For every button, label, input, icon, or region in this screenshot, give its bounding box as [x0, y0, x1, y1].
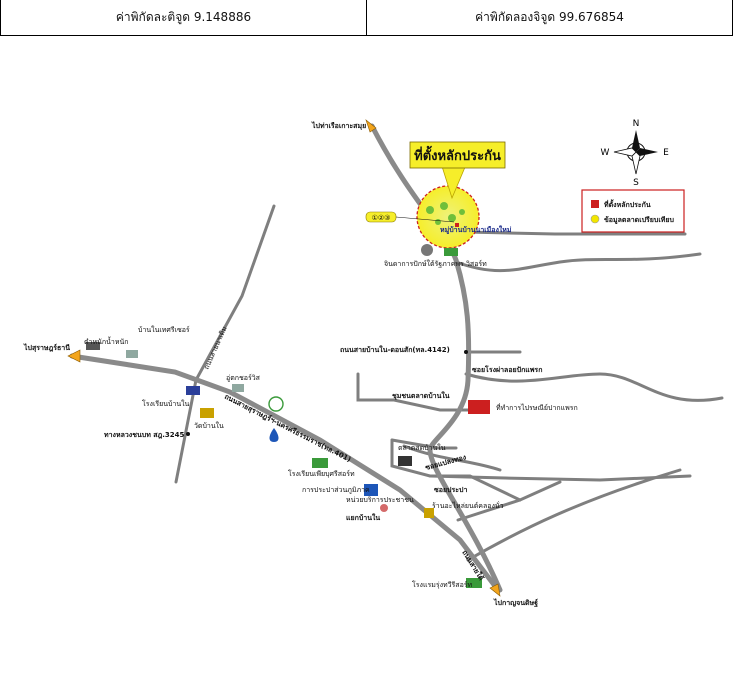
water-icon: [364, 484, 378, 496]
label-village: หมู่บ้านบ้านนาเมืองใหม่: [440, 225, 512, 235]
label-to-surat: ไปสุราษฎร์ธานี: [23, 343, 70, 352]
flag-icon: [186, 386, 200, 395]
legend-property-label: ที่ตั้งหลักประกัน: [604, 198, 651, 209]
label-soi-prapa: ซอยประปา: [434, 486, 467, 494]
hotel-icon: [312, 458, 328, 468]
label-highway-3245: ทางหลวงชนบท สฎ.3245: [104, 431, 184, 439]
fuel-drop-icon: [269, 428, 279, 442]
label-school: โรงเรียนบ้านใน: [142, 399, 190, 408]
latitude-cell: ค่าพิกัดละติจูด 9.148886: [1, 0, 366, 35]
compass-e: E: [663, 148, 669, 158]
longitude-text: ค่าพิกัดลองจิจูด 99.676854: [475, 10, 624, 24]
minor-roads: [174, 204, 724, 562]
legend-property-swatch: [591, 200, 599, 208]
garage-icon: [232, 384, 244, 392]
label-hotel-south: โรงแรมรุ่งทวีรีสอร์ท: [412, 580, 473, 589]
callout-title: ที่ตั้งหลักประกัน: [414, 145, 501, 164]
label-to-kanchanadit: ไปกาญจนดิษฐ์: [493, 598, 538, 608]
label-road-nai: ถนนสายนาเดิม: [203, 325, 229, 371]
compass-n: N: [633, 119, 640, 129]
map-legend: ที่ตั้งหลักประกัน ข้อมูลตลาดเปรียบเทียบ: [581, 189, 685, 233]
compass-rose: N S E W: [601, 119, 670, 188]
label-pea: การประปาส่วนภูมิภาค: [302, 486, 370, 494]
label-soi-pha: ซอยโรงผ่าลอยปักแพรก: [472, 365, 542, 374]
label-tamnak: ตำหนักน้ำหนัก: [84, 335, 128, 346]
place-labels: ไปท่าเรือเกาะสมุย หมู่บ้านบ้านนาเมืองใหม…: [23, 121, 578, 608]
label-chinda: จินดาการปักษ์ใต้รัฐภาคพร วิสอร์ท: [384, 259, 487, 268]
compass-w: W: [601, 148, 610, 158]
label-market: ตลาดสดบ้านใน: [398, 443, 446, 452]
market-icon: [398, 456, 412, 466]
building-icon: [86, 342, 100, 350]
label-uu-kao: อู่ตกชอร์วิส: [226, 374, 261, 382]
label-ban-nai-junction: แยกบ้านใน: [346, 513, 380, 522]
legend-market-swatch: [590, 214, 600, 224]
comparison-markers-text: ①②③: [372, 214, 391, 222]
junction-dot-2: [186, 432, 190, 436]
property-marker-icon: [455, 223, 459, 227]
arrow-northwest-icon: [365, 119, 377, 133]
property-highlight-area: [416, 185, 480, 249]
latitude-text: ค่าพิกัดละติจูด 9.148886: [115, 10, 252, 24]
label-ban-nai-resort: บ้านในเทศรีเซอร์: [138, 325, 190, 334]
label-road-4142: ถนนสายบ้านใน-ดอนสัก(ทล.4142): [340, 345, 450, 354]
ptt-icon: [268, 396, 284, 412]
label-school-pathum: โรงเรียนเพียบุศรีสอร์ท: [288, 469, 355, 478]
junction-dot-1: [464, 350, 468, 354]
label-service-unit: หน่วยบริการประชาชน: [346, 496, 414, 504]
location-map: ที่ตั้งหลักประกัน N S E W ที่ตั้งหลักประ…: [23, 119, 724, 608]
coordinate-header-table: ค่าพิกัดละติจูด 9.148886 ค่าพิกัดลองจิจู…: [0, 0, 733, 36]
label-shop: ร้านอะไหล่ยนต์คลองนั่ว: [432, 501, 504, 510]
poi-icons: [86, 244, 490, 588]
resort-north-icon: [444, 248, 458, 256]
compass-s: S: [633, 178, 639, 188]
label-to-tha-rian: ไปท่าเรือเกาะสมุย: [311, 121, 366, 130]
temple-icon: [200, 408, 214, 418]
direction-arrows: [67, 119, 501, 597]
police-icon: [380, 504, 388, 512]
label-chumchon: ชุมชนตลาดบ้านใน: [392, 391, 450, 400]
comparison-markers: ①②③: [365, 211, 455, 223]
arrow-southeast-icon: [489, 583, 501, 597]
hotel-south-icon: [466, 578, 482, 588]
arrow-west-icon: [67, 349, 81, 363]
resort-icon: [126, 350, 138, 358]
factory-icon: [421, 244, 433, 256]
label-post-office: ที่ทำการไปรษณีย์ปากแพรก: [496, 403, 578, 412]
longitude-cell: ค่าพิกัดลองจิจูด 99.676854: [366, 0, 732, 35]
shop-icon: [424, 508, 434, 518]
legend-market-label: ข้อมูลตลาดเปรียบเทียบ: [604, 215, 674, 225]
property-callout: ที่ตั้งหลักประกัน: [409, 141, 506, 200]
label-road-main: ถนนสายสุราษฎร์ฯ-นครศรีธรรมราช(ทล.401): [223, 392, 353, 464]
label-wat: วัดบ้านใน: [194, 421, 224, 430]
post-icon: [468, 400, 490, 414]
